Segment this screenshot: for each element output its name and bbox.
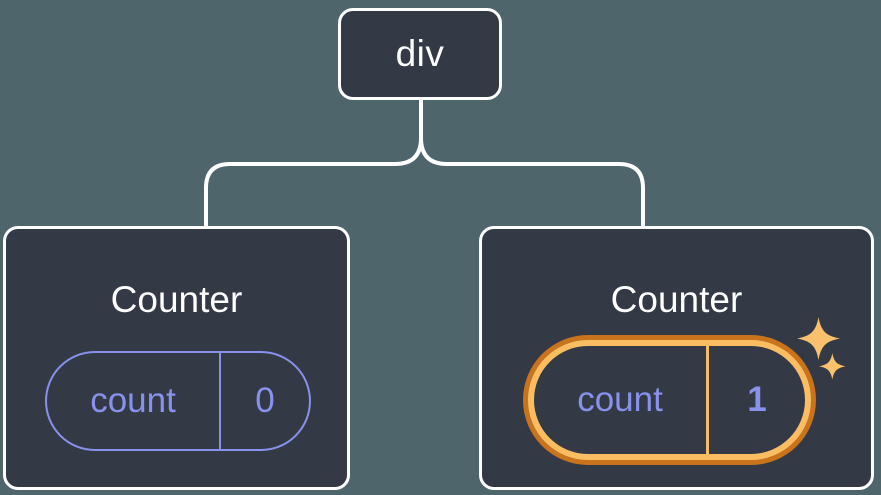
- connector-right-branch: [419, 96, 645, 230]
- sparkle-small: [819, 353, 846, 380]
- counter-card-left: Counter count 0: [3, 226, 350, 490]
- counter-card-right-title: Counter: [610, 279, 743, 320]
- state-value: 0: [219, 353, 309, 449]
- state-key-label: count: [577, 380, 663, 419]
- root-node-label: div: [395, 33, 445, 74]
- highlight-ring-inner: count 1: [528, 340, 811, 460]
- counter-card-left-title: Counter: [110, 279, 243, 320]
- root-node-div: div: [338, 8, 502, 100]
- sparkle-big: [797, 317, 840, 360]
- state-key-label: count: [90, 381, 176, 420]
- sparkles-icon: [797, 317, 846, 380]
- state-value: 1: [706, 346, 805, 454]
- state-pill-right: count 1: [534, 346, 805, 454]
- connector-left-branch: [204, 96, 423, 230]
- state-pill-left: count 0: [45, 351, 311, 451]
- counter-card-right: Counter count 1: [479, 226, 874, 490]
- highlight-ring-outer: count 1: [523, 335, 816, 465]
